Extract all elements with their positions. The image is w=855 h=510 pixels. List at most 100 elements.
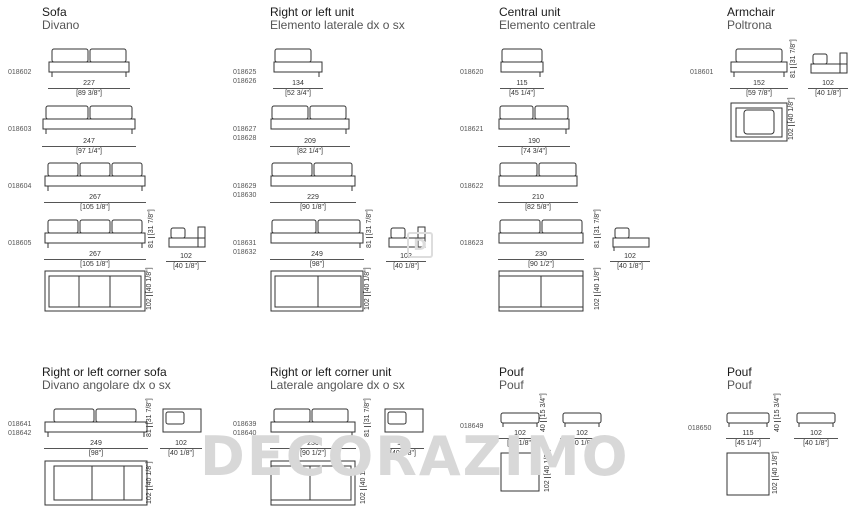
product-code: 018621 bbox=[460, 126, 484, 133]
section-title: Sofa bbox=[42, 5, 67, 19]
depth-dimension: 102[40 1/8"] bbox=[560, 430, 604, 448]
width-dimension: 102[40 1/8"] bbox=[498, 430, 542, 448]
width-dimension: 230[90 1/2"] bbox=[270, 440, 356, 458]
width-dimension: 267[105 1/8"] bbox=[44, 194, 146, 212]
width-dimension: 152[59 7/8"] bbox=[730, 80, 788, 98]
section-central: Central unit Elemento centrale bbox=[499, 6, 596, 32]
width-dimension: 267[105 1/8"] bbox=[44, 251, 146, 269]
depth-dimension: 102[40 1/8"] bbox=[146, 267, 153, 310]
armchair-side-drawing bbox=[810, 52, 848, 74]
pouf-side-drawing bbox=[796, 412, 836, 427]
unit-front-drawing bbox=[270, 162, 356, 191]
product-code: 018603 bbox=[8, 126, 32, 133]
section-corner-sofa: Right or left corner sofa Divano angolar… bbox=[42, 366, 171, 392]
sofa-front-drawing bbox=[42, 105, 136, 134]
section-subtitle: Divano bbox=[42, 18, 80, 32]
unit-front-drawing bbox=[273, 48, 323, 77]
width-dimension: 229[90 1/8"] bbox=[270, 194, 356, 212]
product-code: 018604 bbox=[8, 183, 32, 190]
width-dimension: 190[74 3/4"] bbox=[498, 138, 570, 156]
depth-dimension: 102[40 1/8"] bbox=[594, 267, 601, 310]
width-dimension: 115[45 1/4"] bbox=[500, 80, 544, 98]
pouf-front-drawing bbox=[726, 412, 770, 427]
central-front-drawing bbox=[498, 162, 578, 187]
depth-dimension: 102[40 1/8"] bbox=[166, 253, 206, 271]
depth-dimension: 102[40 1/8"] bbox=[772, 451, 779, 494]
product-code: 018601 bbox=[690, 69, 714, 76]
section-title: Armchair bbox=[727, 5, 776, 19]
section-subtitle: Laterale angolare dx o sx bbox=[270, 378, 405, 392]
armchair-front-drawing bbox=[730, 48, 788, 77]
width-dimension: 209[82 1/4"] bbox=[270, 138, 350, 156]
depth-dimension: 102[40 1/8"] bbox=[364, 267, 371, 310]
pouf-front-drawing bbox=[500, 412, 540, 427]
watermark: DECORAZIMO bbox=[200, 425, 630, 488]
product-code: 018649 bbox=[460, 423, 484, 430]
width-dimension: 210[82 5/8"] bbox=[498, 194, 578, 212]
corner-sofa-side-drawing bbox=[162, 408, 202, 433]
section-title: Central unit bbox=[499, 5, 561, 19]
section-unit: Right or left unit Elemento laterale dx … bbox=[270, 6, 405, 32]
section-title: Right or left unit bbox=[270, 5, 355, 19]
height-dimension: 81[31 7/8"] bbox=[148, 209, 155, 248]
corner-unit-plan-drawing bbox=[270, 460, 356, 506]
product-code: 018602 bbox=[8, 69, 32, 76]
corner-sofa-plan-drawing bbox=[44, 460, 148, 506]
section-title: Pouf bbox=[727, 365, 752, 379]
sofa-plan-drawing bbox=[44, 270, 146, 312]
central-side-drawing bbox=[612, 227, 650, 251]
unit-front-drawing bbox=[270, 105, 350, 134]
section-corner-unit: Right or left corner unit Laterale angol… bbox=[270, 366, 405, 392]
height-dimension: 81[31 7/8"] bbox=[366, 209, 373, 248]
unit-front-drawing bbox=[270, 219, 364, 248]
corner-unit-side-drawing bbox=[384, 408, 424, 433]
sofa-front-drawing bbox=[44, 219, 146, 248]
depth-dimension: 102[40 1/8"] bbox=[160, 440, 202, 458]
height-dimension: 40[15 3/4"] bbox=[774, 393, 781, 432]
section-title: Pouf bbox=[499, 365, 524, 379]
product-code: 018622 bbox=[460, 183, 484, 190]
width-dimension: 249[98"] bbox=[270, 251, 364, 269]
depth-dimension: 102[40 1/8"] bbox=[146, 461, 153, 504]
width-dimension: 134[52 3/4"] bbox=[273, 80, 323, 98]
watermark-logo-icon: D bbox=[407, 232, 433, 258]
section-sofa: Sofa Divano bbox=[42, 6, 79, 32]
width-dimension: 115[45 1/4"] bbox=[726, 430, 770, 448]
sofa-front-drawing bbox=[44, 162, 146, 191]
section-title: Right or left corner sofa bbox=[42, 365, 167, 379]
depth-dimension: 102[40 1/8"] bbox=[808, 80, 848, 98]
height-dimension: 81[31 7/8"] bbox=[790, 39, 797, 78]
unit-plan-drawing bbox=[270, 270, 364, 312]
corner-sofa-front-drawing bbox=[44, 408, 148, 437]
depth-dimension: 102[40 1/8"] bbox=[610, 253, 650, 271]
section-pouf-1: Pouf Pouf bbox=[499, 366, 524, 392]
central-front-drawing bbox=[498, 219, 584, 244]
central-front-drawing bbox=[500, 48, 544, 77]
sofa-side-drawing bbox=[168, 226, 206, 248]
armchair-plan-drawing bbox=[730, 102, 788, 142]
section-subtitle: Elemento centrale bbox=[499, 18, 596, 32]
product-code: 018605 bbox=[8, 240, 32, 247]
pouf-side-drawing bbox=[562, 412, 602, 427]
central-front-drawing bbox=[498, 105, 570, 134]
width-dimension: 227[89 3/8"] bbox=[48, 80, 130, 98]
section-pouf-2: Pouf Pouf bbox=[727, 366, 752, 392]
sofa-front-drawing bbox=[48, 48, 130, 77]
product-code: 018620 bbox=[460, 69, 484, 76]
section-subtitle: Pouf bbox=[499, 378, 524, 392]
corner-unit-front-drawing bbox=[270, 408, 356, 437]
section-subtitle: Elemento laterale dx o sx bbox=[270, 18, 405, 32]
product-code: 018623 bbox=[460, 240, 484, 247]
section-subtitle: Poltrona bbox=[727, 18, 772, 32]
height-dimension: 81[31 7/8"] bbox=[146, 398, 153, 437]
depth-dimension: 102[40 1/8"] bbox=[382, 440, 424, 458]
section-armchair: Armchair Poltrona bbox=[727, 6, 775, 32]
pouf-plan-drawing bbox=[726, 452, 770, 496]
height-dimension: 81[31 7/8"] bbox=[594, 209, 601, 248]
pouf-plan-drawing bbox=[500, 452, 540, 492]
